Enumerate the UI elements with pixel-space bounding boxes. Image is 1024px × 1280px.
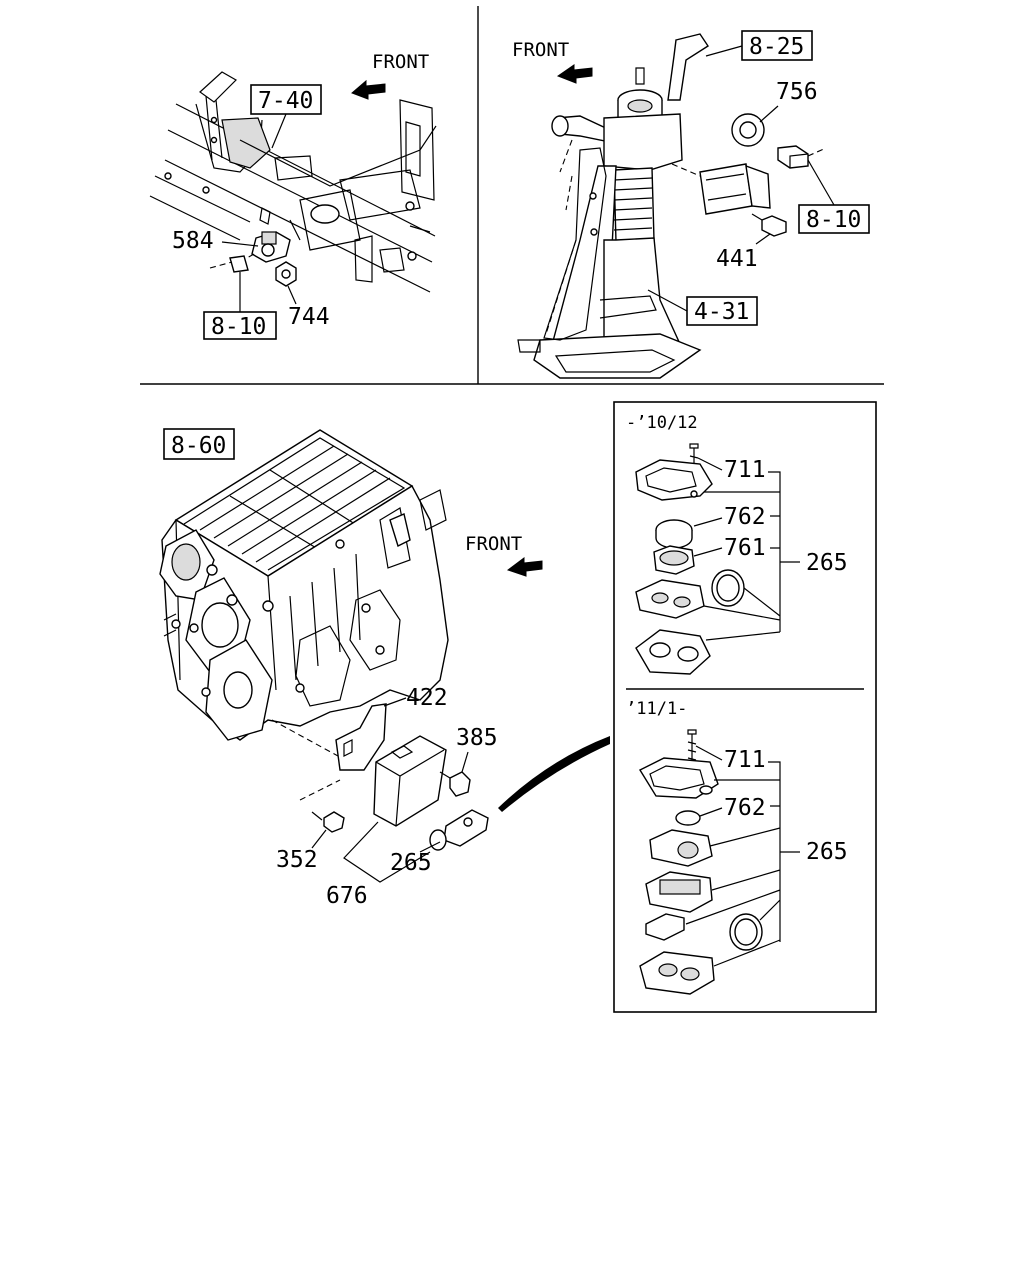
label-422: 422 — [406, 685, 448, 711]
ref-box-8-25 — [741, 30, 813, 61]
front-arrow-icon — [556, 64, 593, 84]
label-352: 352 — [276, 847, 318, 873]
part-352-screw — [299, 779, 345, 833]
label-711-lower: 711 — [724, 747, 766, 773]
label-711-upper: 711 — [724, 457, 766, 483]
part-756-ring — [731, 113, 765, 147]
part-441-bolt — [751, 213, 787, 237]
ref-box-8-60 — [163, 428, 235, 460]
top-right-panel: FRONT 8-25 756 8-10 441 4-31 — [512, 30, 870, 379]
label-265-lower: 265 — [806, 839, 848, 865]
upper-fob-parts — [635, 443, 745, 675]
front-label: FRONT — [465, 533, 522, 555]
front-arrow-icon — [351, 79, 386, 100]
connector-8-10-right — [777, 145, 827, 169]
hvac-unit-drawing — [159, 429, 449, 741]
front-label: FRONT — [372, 51, 429, 73]
front-arrow-icon — [506, 557, 543, 577]
part-676-module — [373, 735, 447, 827]
front-label: FRONT — [512, 39, 569, 61]
ref-8-10-right: 8-10 — [806, 207, 861, 233]
label-265-upper: 265 — [806, 550, 848, 576]
ref-box-8-10-right — [798, 204, 870, 234]
crossmember-drawing — [149, 71, 437, 293]
lower-fob-parts — [639, 729, 763, 995]
ref-7-40: 7-40 — [258, 88, 313, 114]
part-422-bracket — [271, 703, 387, 771]
label-441: 441 — [716, 246, 758, 272]
inset-frame — [613, 401, 877, 1013]
ref-8-10-left: 8-10 — [211, 314, 266, 340]
ref-8-60: 8-60 — [171, 433, 226, 459]
label-756: 756 — [776, 79, 818, 105]
period-lower: ’11/1- — [626, 699, 687, 719]
label-744: 744 — [288, 304, 330, 330]
label-762-upper: 762 — [724, 504, 766, 530]
top-left-panel: FRONT 7-40 584 744 8-10 — [149, 51, 437, 340]
part-265-key-fob — [429, 809, 489, 851]
part-744-nut — [275, 261, 297, 287]
bottom-left-panel: FRONT 8-60 422 385 352 265 676 — [159, 428, 610, 909]
connector-8-10-left — [209, 255, 249, 273]
inset-panel: -’10/12 711 — [613, 401, 877, 1013]
label-761-upper: 761 — [724, 535, 766, 561]
steering-column-drawing — [517, 33, 827, 379]
part-385-bolt — [439, 771, 471, 797]
label-584: 584 — [172, 228, 214, 254]
ref-4-31: 4-31 — [694, 299, 749, 325]
ref-box-8-10-left — [203, 311, 277, 340]
ref-8-25: 8-25 — [749, 34, 804, 60]
label-385: 385 — [456, 725, 498, 751]
ref-box-7-40 — [250, 84, 322, 115]
part-584-sensor — [239, 231, 291, 263]
callout-sweep — [498, 736, 610, 812]
label-762-lower: 762 — [724, 795, 766, 821]
label-676: 676 — [326, 883, 368, 909]
period-upper: -’10/12 — [626, 413, 698, 433]
